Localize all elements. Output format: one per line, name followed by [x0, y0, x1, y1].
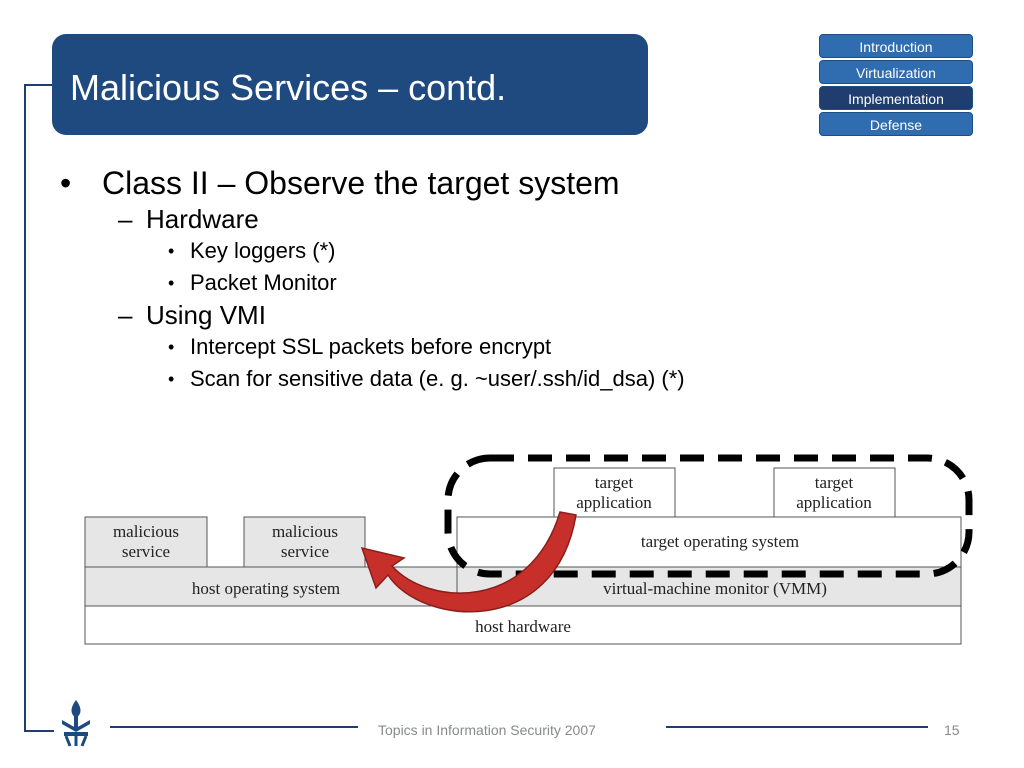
nav-virtualization[interactable]: Virtualization — [819, 60, 973, 84]
host-os-box — [84, 566, 458, 607]
target-application-box-1 — [553, 467, 676, 518]
bullet-scan-sensitive: Scan for sensitive data (e. g. ~user/.ss… — [56, 363, 956, 395]
target-application-label-2a: target — [815, 473, 854, 492]
target-application-label-1b: application — [576, 493, 652, 512]
bullet-intercept-ssl: Intercept SSL packets before encrypt — [56, 331, 956, 363]
host-hardware-label: host hardware — [475, 617, 571, 636]
malicious-service-box-2 — [243, 516, 366, 568]
nav-introduction[interactable]: Introduction — [819, 34, 973, 58]
frame-bottom-line — [24, 730, 54, 732]
page-title: Malicious Services – contd. — [70, 67, 507, 108]
target-application-label-1a: target — [595, 473, 634, 492]
target-os-label: target operating system — [641, 532, 799, 551]
guest-highlight-dashed-outline — [444, 454, 973, 578]
bullet-key-loggers: Key loggers (*) — [56, 235, 956, 267]
slide-content: Class II – Observe the target system Har… — [56, 163, 956, 395]
vmm-box — [456, 566, 962, 607]
frame-top-line — [24, 84, 54, 86]
nav-defense[interactable]: Defense — [819, 112, 973, 136]
section-nav: Introduction Virtualization Implementati… — [819, 34, 973, 138]
bullet-class-ii: Class II – Observe the target system — [56, 163, 956, 203]
bullet-hardware: Hardware — [56, 203, 956, 235]
footer-line-left — [110, 726, 358, 728]
footer-line-right — [666, 726, 928, 728]
malicious-service-label-1b: service — [122, 542, 170, 561]
target-application-label-2b: application — [796, 493, 872, 512]
page-number: 15 — [944, 722, 960, 738]
vmm-label: virtual-machine monitor (VMM) — [603, 579, 827, 598]
host-hardware-box — [84, 605, 962, 645]
footer-course-title: Topics in Information Security 2007 — [378, 722, 596, 738]
nav-implementation[interactable]: Implementation — [819, 86, 973, 110]
frame-left-line — [24, 84, 26, 732]
bullet-packet-monitor: Packet Monitor — [56, 267, 956, 299]
title-banner: Malicious Services – contd. — [52, 34, 648, 135]
red-curved-arrow — [360, 511, 577, 613]
malicious-service-label-1a: malicious — [113, 522, 179, 541]
malicious-service-label-2a: malicious — [272, 522, 338, 541]
university-logo-icon — [62, 700, 90, 747]
malicious-service-label-2b: service — [281, 542, 329, 561]
target-os-box — [456, 516, 962, 568]
malicious-service-box-1 — [84, 516, 208, 568]
bullet-using-vmi: Using VMI — [56, 299, 956, 331]
host-os-label: host operating system — [192, 579, 340, 598]
target-application-box-2 — [773, 467, 896, 518]
